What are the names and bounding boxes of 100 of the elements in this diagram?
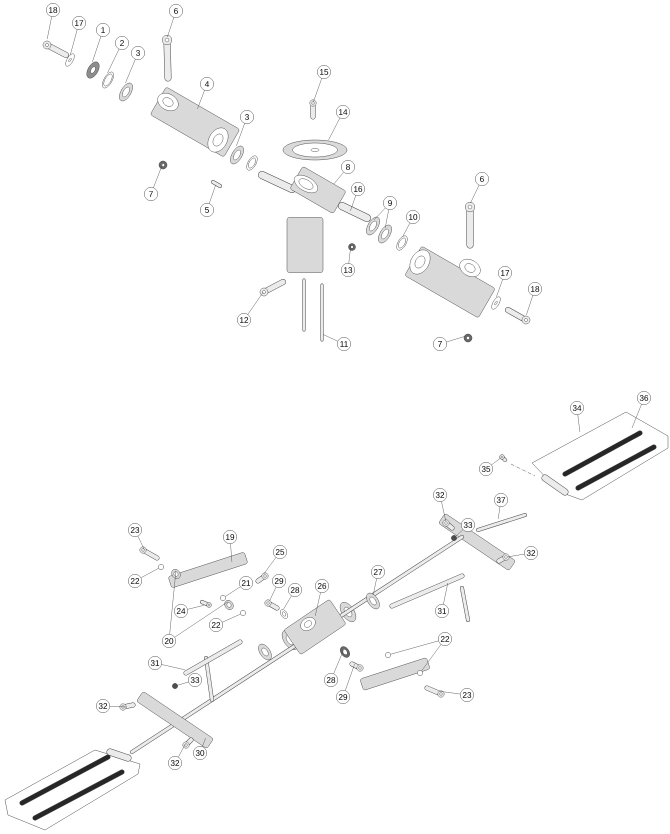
callout-number: 35 (479, 462, 493, 476)
callout-number: 18 (46, 3, 60, 17)
leader-line (313, 78, 322, 102)
bolt (42, 40, 69, 58)
bearing (119, 82, 133, 102)
leader-line (202, 738, 206, 747)
leader-line (92, 36, 102, 62)
leader-line (345, 664, 355, 691)
callout-number: 8 (341, 160, 355, 174)
callout-number: 23 (460, 688, 474, 702)
leader-line (526, 295, 534, 316)
leader-line (322, 334, 338, 342)
leader-line (230, 544, 232, 562)
leader-line (248, 292, 264, 315)
screw (120, 702, 136, 710)
pin (302, 278, 306, 332)
leader-line (209, 184, 216, 204)
callout-number: 23 (128, 523, 142, 537)
screw (442, 520, 454, 530)
callout-number: 36 (637, 391, 651, 405)
leader-line (402, 222, 410, 238)
leader-line (140, 568, 159, 578)
screw (182, 738, 194, 748)
callout-number: 16 (351, 182, 365, 196)
leader-line (373, 578, 377, 596)
washer (102, 72, 114, 88)
bolt (162, 34, 172, 82)
leader-line (422, 644, 442, 671)
leader-line (350, 195, 356, 212)
callout-number: 32 (433, 488, 447, 502)
leader-line (578, 414, 580, 432)
screw (496, 554, 510, 564)
callout-number: 17 (72, 16, 86, 30)
callout-number: 7 (144, 187, 158, 201)
leader-line (174, 602, 228, 638)
pin (320, 284, 324, 342)
leader-line (269, 587, 276, 602)
leader-line (225, 586, 240, 597)
callout-number: 19 (223, 530, 237, 544)
leader-line (333, 650, 344, 674)
callout-number: 9 (383, 196, 397, 210)
paddle (532, 412, 668, 500)
ring (86, 62, 100, 78)
nut (464, 334, 472, 342)
ball-link (460, 586, 470, 622)
callout-number: 30 (193, 746, 207, 760)
leader-line (441, 502, 446, 522)
bearing (230, 146, 244, 164)
leader-line (236, 123, 245, 146)
dome-cover (282, 140, 348, 160)
screw (211, 180, 222, 188)
bolt (264, 600, 280, 610)
callout-number: 33 (461, 518, 475, 532)
leader-line (70, 29, 78, 56)
leader-line (508, 554, 524, 558)
leader-line (315, 592, 321, 616)
spindle-shaft (338, 202, 371, 222)
callout-number: 18 (528, 282, 542, 296)
bolt (350, 662, 364, 672)
callout-number: 13 (341, 263, 355, 277)
callout-number: 14 (336, 105, 350, 119)
leader-line (496, 279, 503, 298)
callout-number: 7 (433, 337, 447, 351)
bearing (366, 216, 380, 236)
screw (256, 572, 268, 584)
leader-line (632, 404, 642, 428)
leader-line (178, 744, 186, 758)
leader-line (491, 458, 502, 466)
callout-number: 15 (317, 65, 331, 79)
callout-number: 1 (96, 23, 110, 37)
callout-number: 17 (498, 266, 512, 280)
leader-line (374, 208, 386, 220)
washer (491, 296, 501, 310)
leader-line (498, 506, 500, 520)
callout-number: 4 (200, 77, 214, 91)
threaded-rod (476, 513, 527, 532)
leader-line (390, 640, 439, 654)
bolt (140, 546, 160, 560)
leader-line (456, 530, 464, 536)
callout-number: 2 (115, 36, 129, 50)
callout-number: 6 (475, 172, 489, 186)
bearing (246, 156, 258, 170)
washer (65, 54, 75, 66)
bolt (505, 307, 530, 324)
leader-line (187, 605, 204, 610)
callout-number: 37 (494, 493, 508, 507)
callout-number: 6 (169, 4, 183, 18)
leader-line (47, 16, 52, 40)
leader-line (125, 59, 136, 84)
leader-line (153, 164, 163, 188)
blade-grip (150, 88, 240, 156)
callout-number: 12 (237, 313, 251, 327)
screw (200, 600, 212, 608)
bearing (378, 224, 392, 244)
leader-line (348, 244, 352, 264)
callout-number: 32 (96, 699, 110, 713)
callout-number: 32 (168, 756, 182, 770)
leader-line (438, 690, 460, 694)
leader-line (328, 118, 340, 140)
leader-line (283, 596, 292, 610)
